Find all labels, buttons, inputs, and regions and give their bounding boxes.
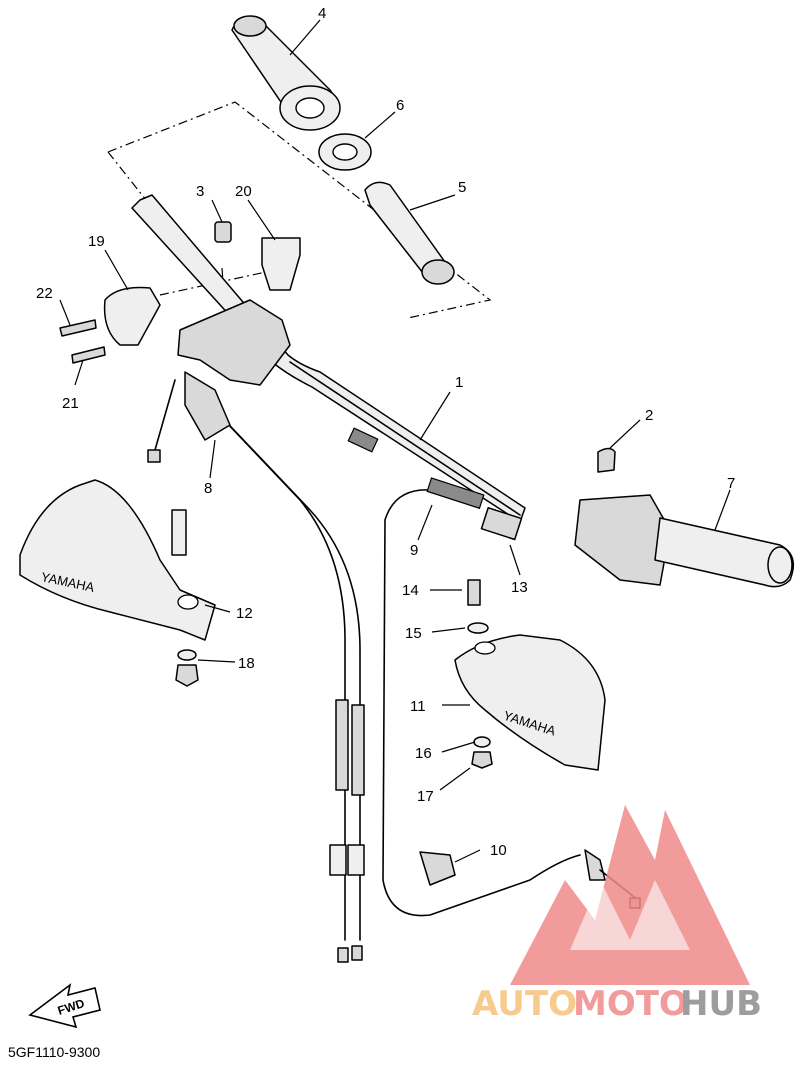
callout-18: 18 xyxy=(238,655,255,672)
callout-leaders xyxy=(59,19,731,863)
right-handguard: YAMAHA xyxy=(454,579,606,771)
callout-7: 7 xyxy=(727,475,735,492)
callout-13: 13 xyxy=(511,579,528,596)
callout-17: 17 xyxy=(417,788,434,805)
callout-16: 16 xyxy=(415,745,432,762)
cable-clip xyxy=(419,851,456,886)
callout-1: 1 xyxy=(455,374,463,391)
watermark-logo: AUTO MOTO HUB xyxy=(472,805,762,1024)
callout-15: 15 xyxy=(405,625,422,642)
callout-21: 21 xyxy=(62,395,79,412)
watermark-text-hub: HUB xyxy=(680,984,762,1024)
throttle-grip xyxy=(364,181,455,285)
grip-washer xyxy=(318,133,372,171)
handlebar-upper-holder xyxy=(103,221,301,386)
callout-20: 20 xyxy=(235,183,252,200)
callout-10: 10 xyxy=(490,842,507,859)
callout-11: 11 xyxy=(410,698,426,715)
forward-direction-arrow: FWD xyxy=(28,983,101,1029)
callout-3: 3 xyxy=(196,183,204,200)
watermark-text-auto: AUTO xyxy=(472,984,577,1024)
watermark-text-moto: MOTO xyxy=(573,984,688,1024)
cable-loop xyxy=(382,477,641,917)
left-grip xyxy=(231,15,341,131)
callout-19: 19 xyxy=(88,233,105,250)
callout-4: 4 xyxy=(318,5,326,22)
callout-8: 8 xyxy=(204,480,212,497)
callout-22: 22 xyxy=(36,285,53,302)
callout-2: 2 xyxy=(645,407,653,424)
throttle-cables xyxy=(147,371,365,963)
callout-12: 12 xyxy=(236,605,253,622)
left-handguard: YAMAHA xyxy=(19,479,216,687)
callout-9: 9 xyxy=(410,542,418,559)
callout-5: 5 xyxy=(458,179,466,196)
callout-numbers: 1 2 3 4 5 6 7 8 9 10 11 12 13 14 15 16 1… xyxy=(36,5,735,859)
callout-14: 14 xyxy=(402,582,419,599)
callout-6: 6 xyxy=(396,97,404,114)
throttle-housing-right-grip xyxy=(574,447,795,588)
diagram-code: 5GF1110-9300 xyxy=(8,1044,101,1060)
handlebar xyxy=(131,194,526,523)
holder-bolts xyxy=(59,319,106,364)
